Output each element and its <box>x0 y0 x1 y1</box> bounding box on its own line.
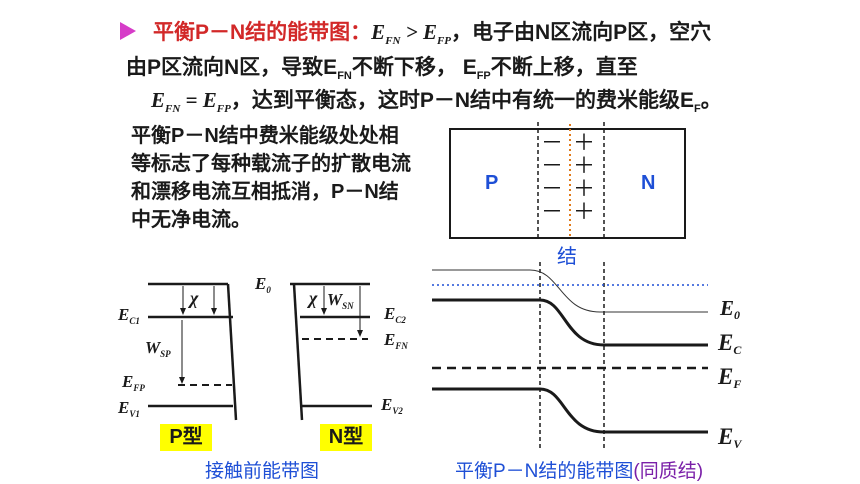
p-type-badge: P型 <box>160 424 212 451</box>
label-ev1: EV1 <box>118 398 140 419</box>
box-n-label: N <box>641 172 656 194</box>
n-type-badge: N型 <box>320 424 372 451</box>
box-p-label: P <box>485 172 499 194</box>
label-wsp: WSP <box>145 338 171 359</box>
positive-charges: ＋ ＋ ＋ ＋ <box>573 130 596 224</box>
label-ef-eq: EF <box>718 364 742 391</box>
eq-vacuum-level-curve <box>432 269 708 313</box>
label-efn: EFN <box>384 330 408 351</box>
heading-line-1: 平衡P－N结的能带图：EFN > EFP，电子由N区流向P区，空穴 <box>153 20 712 47</box>
label-chi-n: χ <box>309 288 318 308</box>
explanation-paragraph: 平衡P－N结中费米能级处处相 等标志了每种载流子的扩散电流 和漂移电流互相抵消，… <box>131 125 411 231</box>
n-left-edge <box>292 283 304 421</box>
heading-line-3: EFN = EFP，达到平衡态，这时P－N结中有统一的费米能级EF。 <box>151 88 722 115</box>
label-e0-eq: E0 <box>720 296 741 322</box>
label-efp: EFP <box>122 372 145 393</box>
label-e0-left: E0 <box>255 274 271 295</box>
before-contact-caption: 接触前能带图 <box>205 461 320 482</box>
label-ec2: EC2 <box>384 304 406 325</box>
label-wsn: WSN <box>327 290 354 311</box>
bullet-arrow-icon <box>120 22 136 40</box>
negative-charges: － － － － <box>541 130 564 224</box>
label-ec1: EC1 <box>118 305 140 326</box>
label-chi-p: χ <box>190 288 199 308</box>
label-ec-eq: EC <box>718 330 742 357</box>
p-right-edge <box>226 283 238 421</box>
pn-junction-box <box>449 128 686 239</box>
heading-title: 平衡P－N结的能带图： <box>153 21 372 44</box>
label-ev2: EV2 <box>381 395 403 416</box>
eq-conduction-band-curve <box>432 298 708 347</box>
equilibrium-caption: 平衡P－N结的能带图(同质结) <box>455 461 704 482</box>
eq-valence-band-curve <box>432 387 708 434</box>
junction-label: 结 <box>557 246 577 268</box>
heading-line-2: 由P区流向N区，导致EFN不断下移， EFP不断上移，直至 <box>126 56 638 82</box>
label-ev-eq: EV <box>718 424 742 451</box>
